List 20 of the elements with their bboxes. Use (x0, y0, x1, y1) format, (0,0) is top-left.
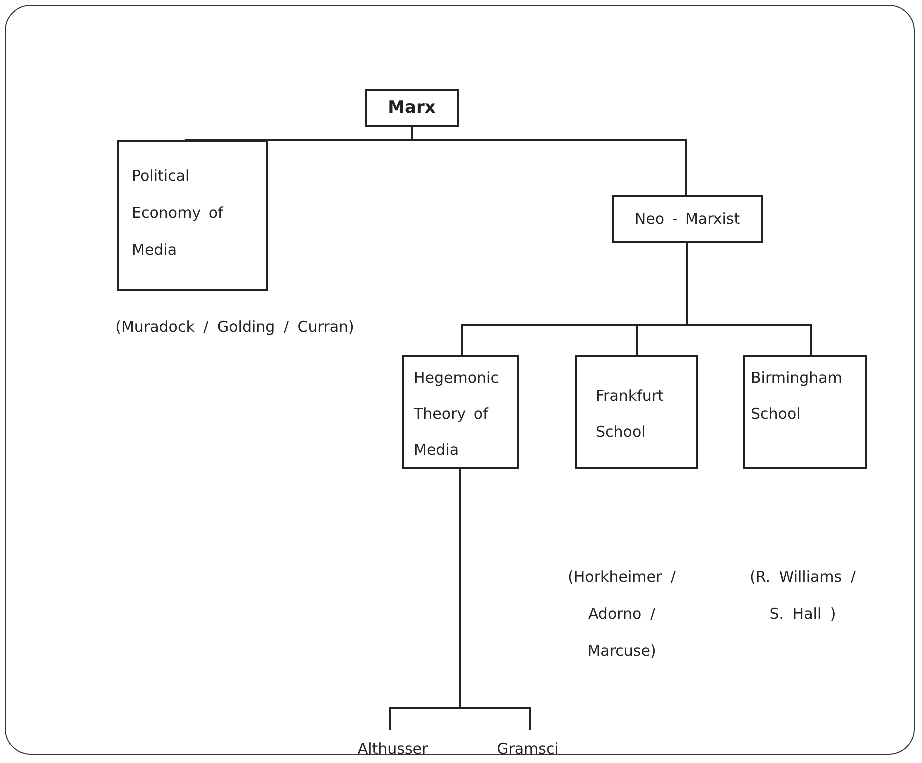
theorists-note: (Muradock / Golding / Curran) (114, 317, 356, 338)
concept-box (365, 89, 459, 127)
theorist-name: Gramsci (496, 739, 560, 760)
concept-box (117, 140, 268, 291)
connector-line (460, 469, 531, 730)
node-label: Political Economy of Media (132, 166, 224, 261)
concept-box (575, 355, 698, 469)
theorists-note: (R. Williams / S. Hall ) (749, 567, 857, 625)
node-label: Frankfurt School (596, 386, 665, 443)
node-label: Marx (387, 97, 437, 120)
node-label: Neo - Marxist (634, 209, 742, 230)
connector-line (411, 127, 687, 195)
concept-box (612, 195, 763, 243)
theorist-name: Althusser (356, 739, 430, 760)
concept-box (402, 355, 519, 469)
connector-line (686, 243, 812, 355)
theorists-note: (Horkheimer / Adorno / Marcuse) (567, 567, 677, 662)
concept-box (743, 355, 867, 469)
node-label: Birmingham School (751, 368, 844, 425)
node-label: Hegemonic Theory of Media (414, 368, 500, 461)
